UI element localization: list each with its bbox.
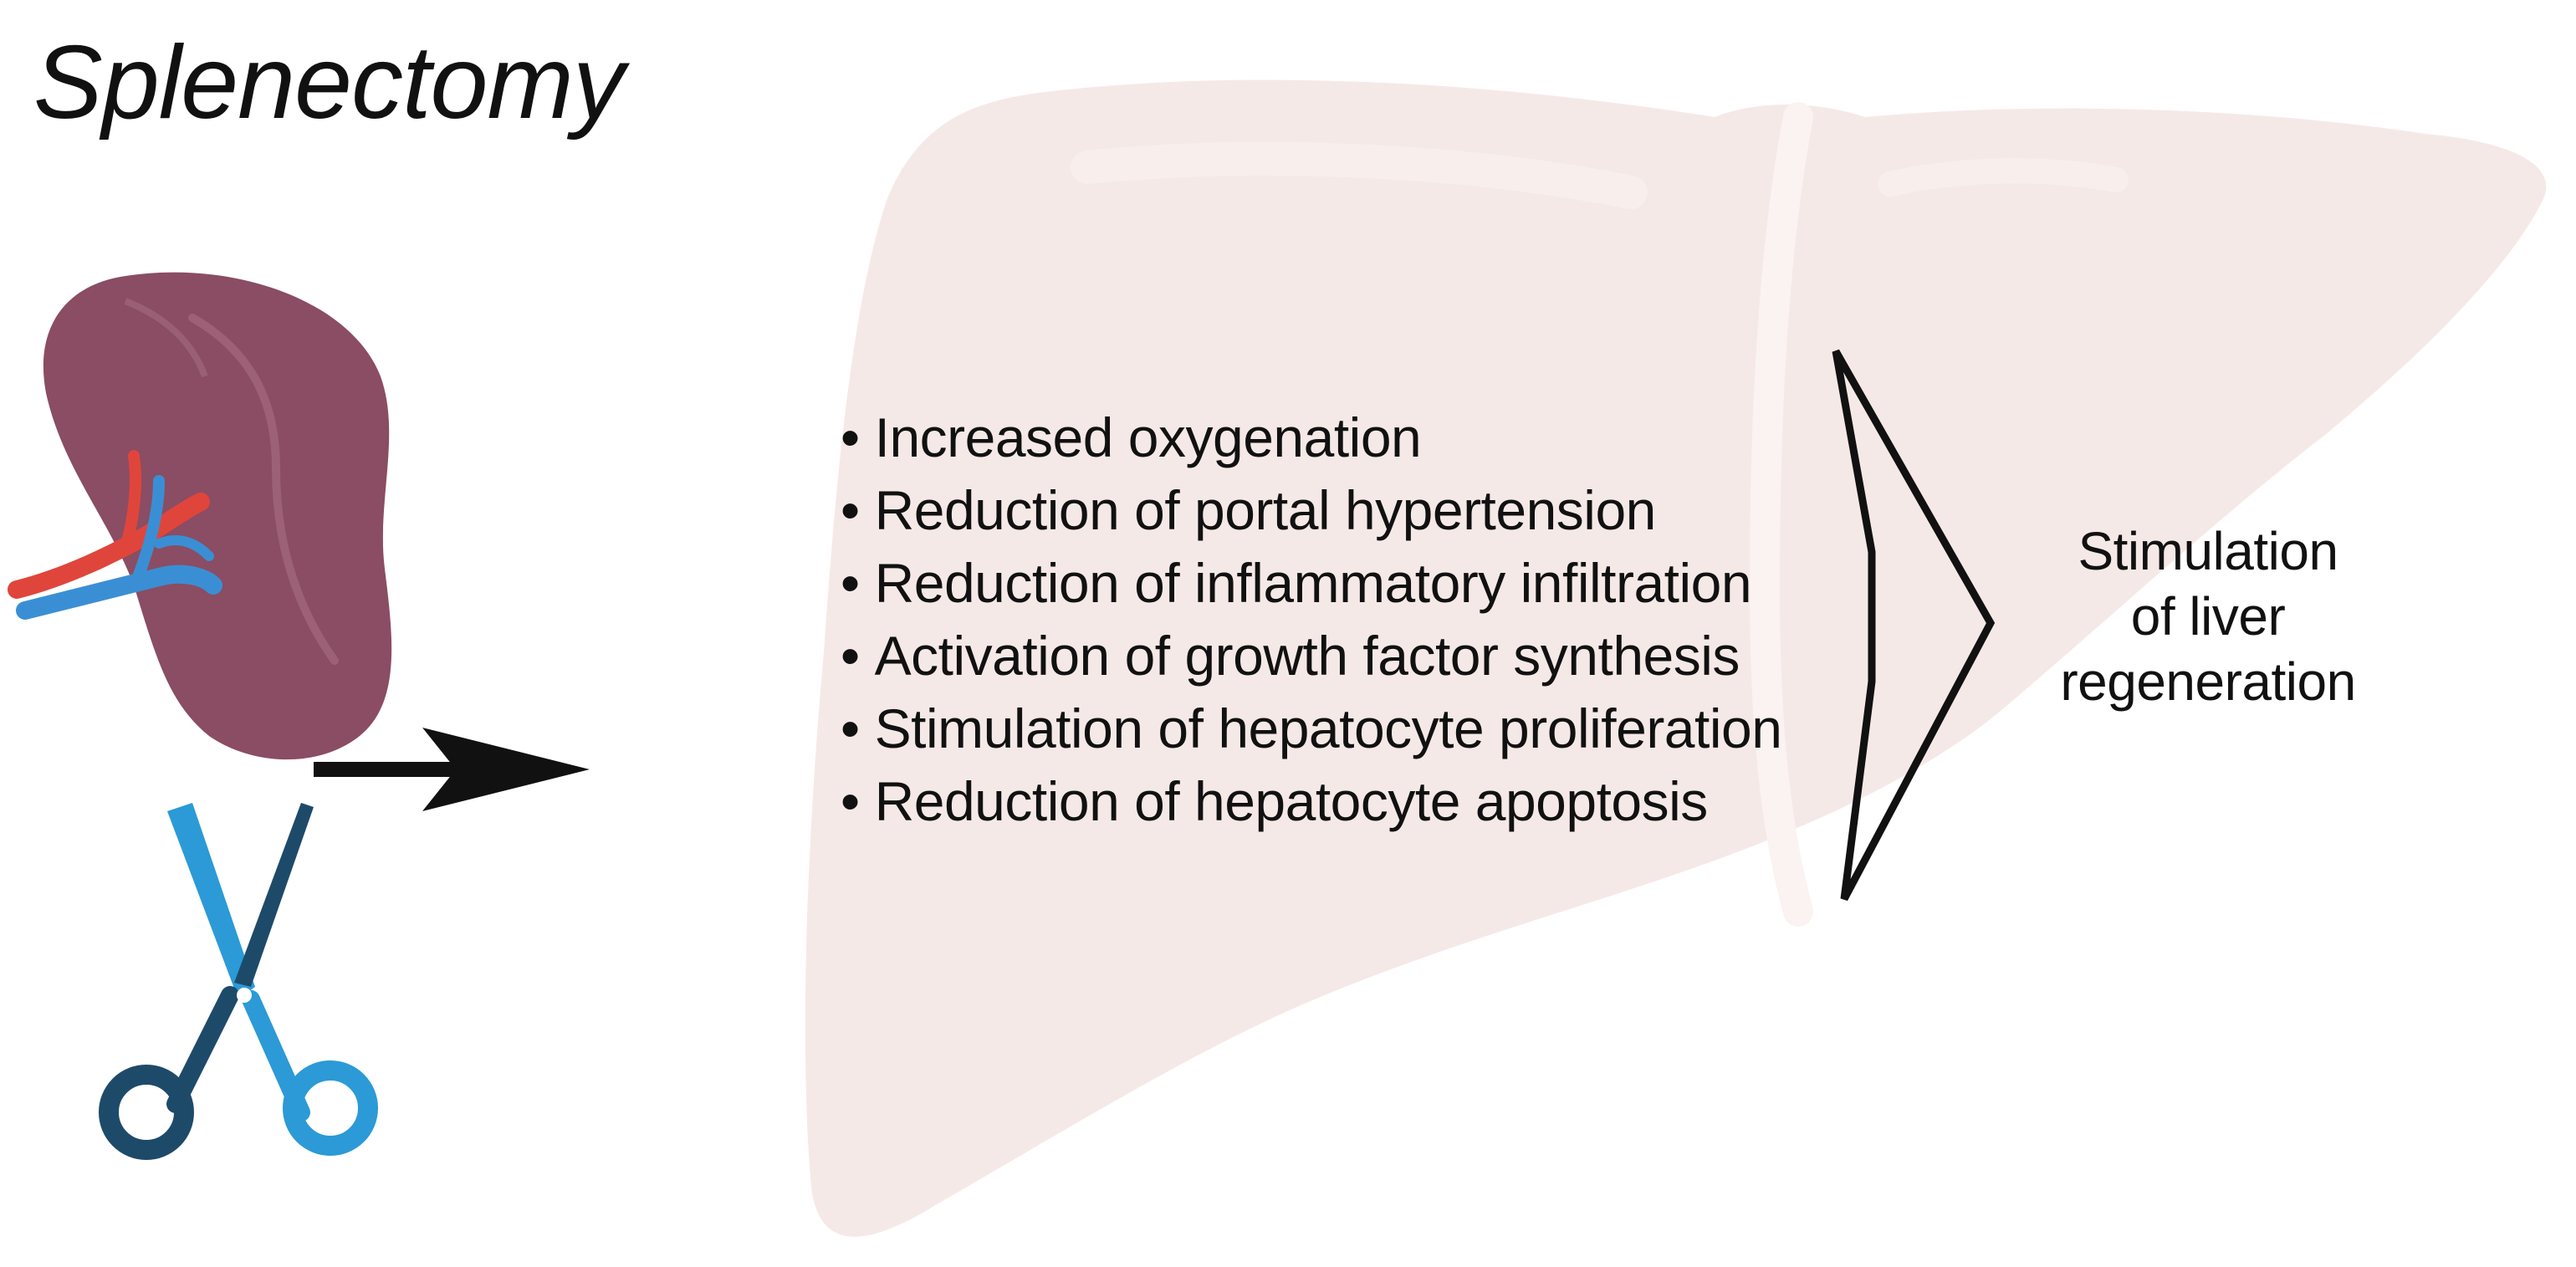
effects-list: Increased oxygenation Reduction of porta…	[841, 401, 1782, 838]
outcome-line: Stimulation	[2078, 521, 2338, 581]
scissors-icon	[99, 803, 378, 1160]
outcome-label: Stimulation of liver regeneration	[2024, 519, 2392, 714]
spleen-icon	[8, 272, 392, 760]
list-item: Reduction of inflammatory infiltration	[841, 547, 1781, 620]
list-item: Increased oxygenation	[841, 401, 1781, 474]
list-item: Reduction of hepatocyte apoptosis	[841, 765, 1781, 838]
list-item: Reduction of portal hypertension	[841, 474, 1781, 547]
outcome-line: of liver	[2130, 586, 2286, 646]
list-item: Stimulation of hepatocyte proliferation	[841, 692, 1782, 765]
chevron-arrow-icon	[1832, 349, 1996, 902]
list-item: Activation of growth factor synthesis	[841, 620, 1781, 692]
outcome-line: regeneration	[2060, 651, 2356, 712]
page-title: Splenectomy	[33, 25, 625, 140]
right-arrow-icon	[314, 728, 590, 811]
